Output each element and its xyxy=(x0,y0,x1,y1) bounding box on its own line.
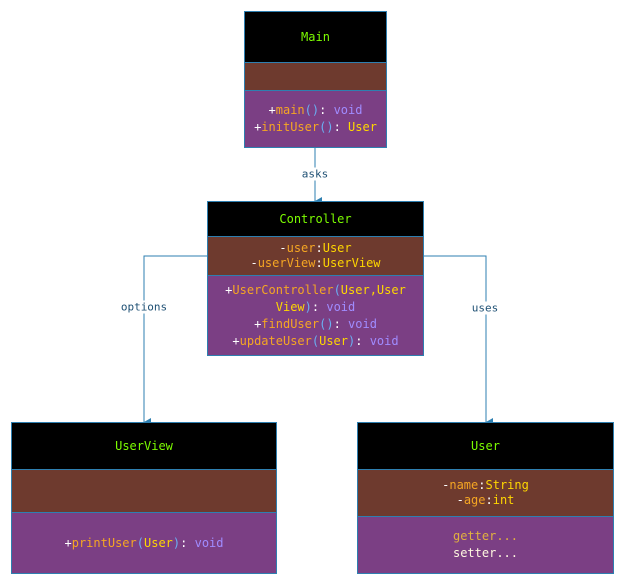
class-controller-operations: +UserController(User,User View): void +f… xyxy=(208,276,423,355)
operation: +main(): void xyxy=(268,103,363,117)
class-main-attributes xyxy=(245,63,386,91)
class-user[interactable]: User -name:String -age:int getter... set… xyxy=(357,422,614,574)
class-main-header: Main xyxy=(245,12,386,63)
edge-options[interactable] xyxy=(143,255,208,426)
operation: +initUser(): User xyxy=(254,120,377,134)
operation: +updateUser(User): void xyxy=(232,333,399,348)
class-userview-operations: +printUser(User): void xyxy=(12,513,276,573)
class-controller-header: Controller xyxy=(208,202,423,237)
attribute: -name:String xyxy=(442,478,529,492)
class-userview[interactable]: UserView +printUser(User): void xyxy=(11,422,277,574)
class-user-operations: getter... setter... xyxy=(358,517,613,573)
operation: +findUser(): void xyxy=(254,316,377,331)
attribute: -user:User xyxy=(279,241,352,255)
class-controller[interactable]: Controller -user:User -userView:UserView… xyxy=(207,201,424,356)
edge-label-options: options xyxy=(118,300,170,314)
class-userview-name: UserView xyxy=(115,439,173,453)
edge-label-asks: asks xyxy=(299,167,331,181)
edge-uses[interactable] xyxy=(424,255,493,426)
class-user-header: User xyxy=(358,423,613,470)
operation-setter: setter... xyxy=(452,546,519,560)
operation-getter: getter... xyxy=(452,529,519,543)
class-main[interactable]: Main +main(): void +initUser(): User xyxy=(244,11,387,148)
class-user-attributes: -name:String -age:int xyxy=(358,470,613,517)
edge-label-uses: uses xyxy=(469,301,501,315)
attribute: -userView:UserView xyxy=(250,256,381,270)
class-userview-attributes xyxy=(12,470,276,513)
attribute: -age:int xyxy=(456,493,515,507)
class-controller-name: Controller xyxy=(279,212,352,226)
operation: +printUser(User): void xyxy=(64,535,224,550)
class-user-name: User xyxy=(471,439,500,453)
operation-continued: View): void xyxy=(275,299,356,314)
class-controller-attributes: -user:User -userView:UserView xyxy=(208,237,423,276)
class-main-operations: +main(): void +initUser(): User xyxy=(245,91,386,147)
class-userview-header: UserView xyxy=(12,423,276,470)
operation: +UserController(User,User xyxy=(225,282,406,297)
class-main-name: Main xyxy=(301,30,330,44)
